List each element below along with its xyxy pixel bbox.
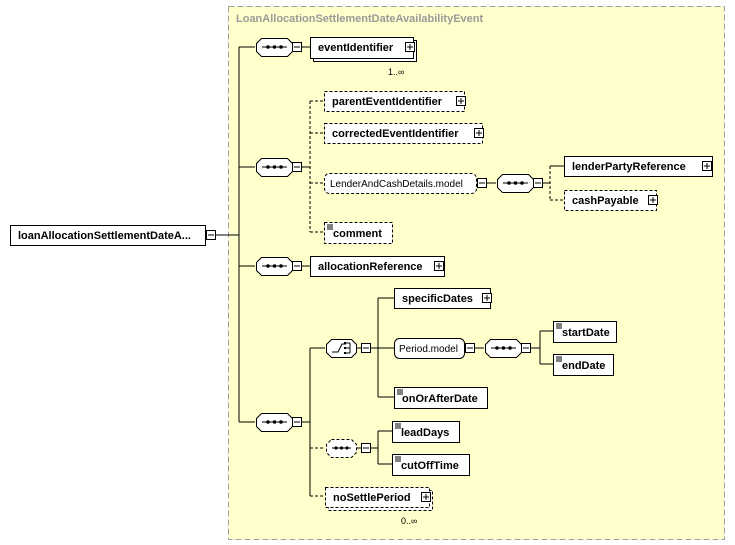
sequence-compositor[interactable]: [256, 257, 302, 276]
root-element-label: loanAllocationSettlementDateA...: [18, 230, 191, 242]
element-startDate[interactable]: startDate: [553, 321, 617, 343]
root-element-box[interactable]: loanAllocationSettlementDateA...: [10, 225, 216, 246]
element-label: comment: [333, 228, 382, 240]
connector-lines: [216, 46, 564, 497]
simple-type-icon: [556, 356, 562, 362]
element-label: onOrAfterDate: [402, 393, 478, 405]
sequence-compositor[interactable]: [256, 38, 302, 57]
sequence-compositor[interactable]: [256, 158, 302, 177]
cardinality-label: 0..∞: [401, 516, 417, 526]
sequence-compositor[interactable]: [485, 339, 531, 358]
element-eventIdentifier[interactable]: eventIdentifier 1..∞: [310, 37, 417, 78]
element-label: cutOffTime: [401, 460, 459, 472]
element-label: cashPayable: [572, 195, 639, 207]
element-label: parentEventIdentifier: [332, 96, 443, 108]
element-cashPayable[interactable]: cashPayable: [564, 190, 658, 211]
simple-type-icon: [395, 456, 401, 462]
group-label: LenderAndCashDetails.model: [330, 179, 463, 190]
element-lenderPartyReference[interactable]: lenderPartyReference: [564, 156, 713, 177]
element-specificDates[interactable]: specificDates: [394, 288, 492, 309]
element-label: eventIdentifier: [318, 42, 394, 54]
sequence-compositor[interactable]: [497, 174, 543, 193]
element-label: allocationReference: [318, 261, 423, 273]
simple-type-icon: [395, 423, 401, 429]
element-noSettlePeriod[interactable]: noSettlePeriod 0..∞: [325, 487, 433, 527]
element-allocationReference[interactable]: allocationReference: [310, 256, 445, 277]
element-label: startDate: [562, 327, 610, 339]
element-label: correctedEventIdentifier: [332, 128, 459, 140]
group-label: Period.model: [399, 344, 458, 355]
element-comment[interactable]: comment: [324, 222, 393, 244]
cardinality-label: 1..∞: [388, 67, 404, 77]
element-label: leadDays: [401, 427, 449, 439]
group-LenderAndCashDetails-model[interactable]: LenderAndCashDetails.model: [324, 173, 487, 194]
element-endDate[interactable]: endDate: [553, 354, 614, 376]
element-label: lenderPartyReference: [572, 161, 686, 173]
element-leadDays[interactable]: leadDays: [392, 421, 460, 443]
choice-compositor[interactable]: [326, 339, 371, 358]
optional-sequence-compositor[interactable]: [326, 439, 371, 458]
element-cutOffTime[interactable]: cutOffTime: [392, 454, 470, 476]
element-label: specificDates: [402, 293, 473, 305]
element-label: endDate: [562, 360, 605, 372]
complex-type-group: [228, 6, 725, 540]
complex-type-title: LoanAllocationSettlementDateAvailability…: [236, 13, 483, 25]
element-onOrAfterDate[interactable]: onOrAfterDate: [394, 387, 488, 409]
element-label: noSettlePeriod: [333, 492, 411, 504]
simple-type-icon: [556, 323, 562, 329]
sequence-compositor[interactable]: [256, 413, 302, 432]
element-correctedEventIdentifier[interactable]: correctedEventIdentifier: [324, 123, 484, 144]
group-Period-model[interactable]: Period.model: [394, 338, 475, 359]
element-parentEventIdentifier[interactable]: parentEventIdentifier: [324, 91, 466, 112]
simple-type-icon: [327, 224, 333, 230]
simple-type-icon: [397, 389, 403, 395]
